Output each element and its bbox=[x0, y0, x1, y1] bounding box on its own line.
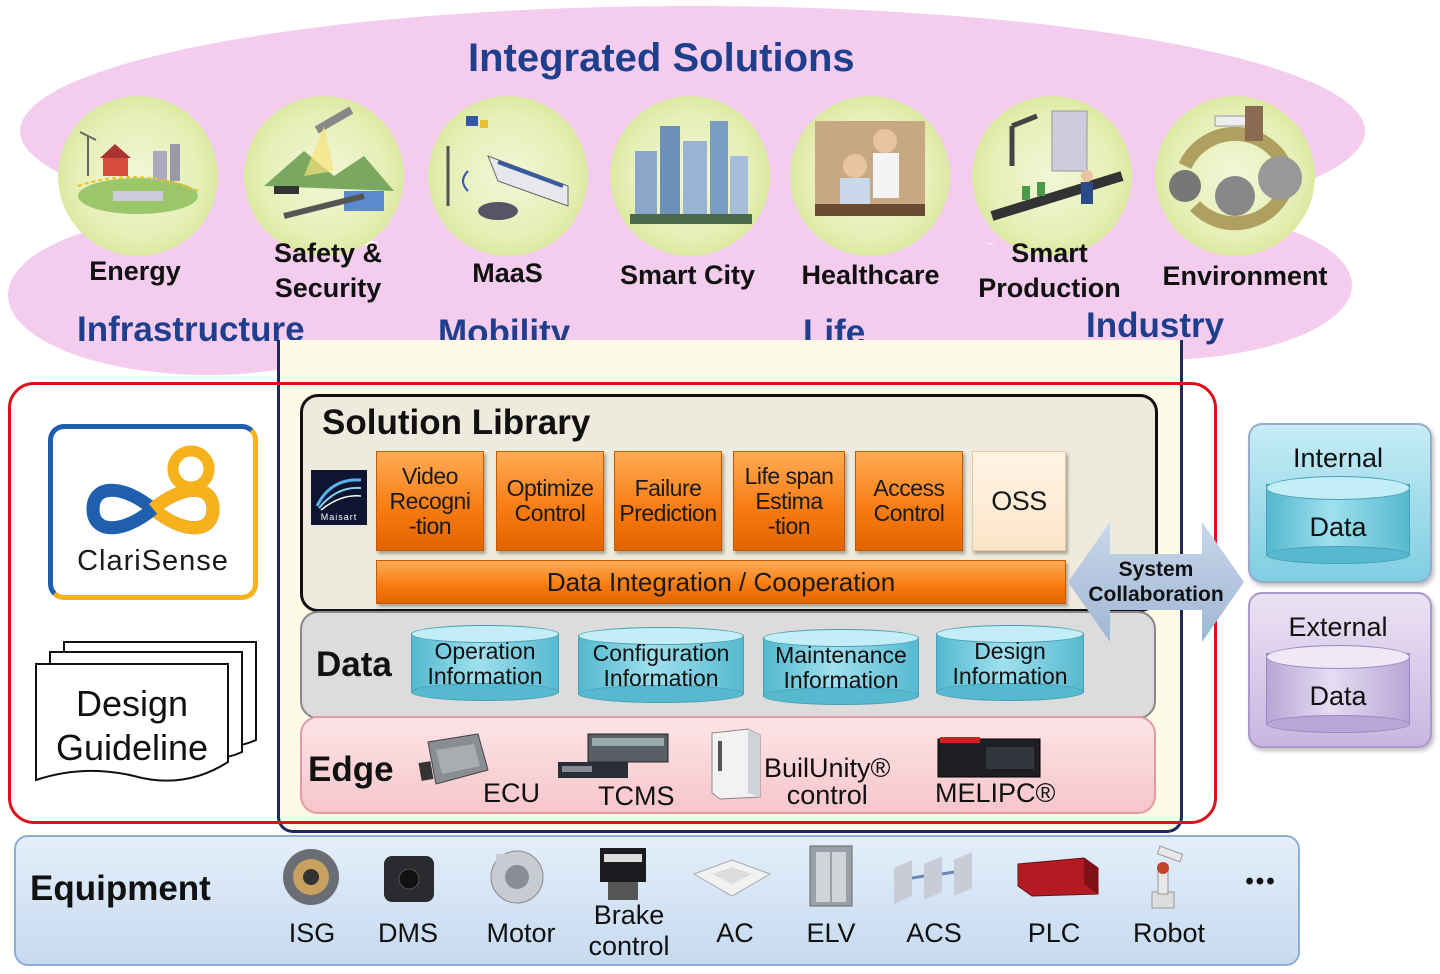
module-video-recognition: Video Recogni -tion bbox=[376, 451, 484, 551]
equipment-more-ellipsis: ••• bbox=[1245, 868, 1277, 895]
clarisense-logo: ClariSense bbox=[48, 424, 258, 600]
data-operation-information-label: Operation Information bbox=[427, 638, 543, 689]
equipment-isg: ISG bbox=[288, 918, 336, 948]
data-integration-bar: Data Integration / Cooperation bbox=[376, 560, 1066, 604]
edge-device-builunity: BuilUnity® control bbox=[764, 753, 891, 810]
melipc-device-icon bbox=[936, 735, 1042, 779]
energy-illustration bbox=[58, 96, 218, 256]
solution-label-maas: MaaS bbox=[472, 258, 543, 288]
solution-label-safety-security: Safety & Security bbox=[273, 238, 383, 303]
edge-panel-title: Edge bbox=[308, 750, 394, 789]
module-life-span-estimation: Life span Estima -tion bbox=[733, 451, 845, 551]
edge-device-tcms: TCMS bbox=[598, 781, 675, 811]
external-data-title: External bbox=[1288, 612, 1388, 642]
external-data-cylinder: Data bbox=[1266, 645, 1410, 733]
safety-security-illustration bbox=[244, 96, 404, 256]
equipment-ac: AC bbox=[716, 918, 754, 948]
equipment-acs: ACS bbox=[906, 918, 962, 948]
module-access-control: Access Control bbox=[855, 451, 963, 551]
clarisense-wordmark: ClariSense bbox=[77, 545, 229, 577]
robot-icon bbox=[1138, 840, 1188, 910]
internal-data-cylinder: Data bbox=[1266, 476, 1410, 564]
edge-device-ecu: ECU bbox=[483, 778, 541, 808]
internal-data-label: Data bbox=[1309, 511, 1367, 542]
data-design-information: Design Information bbox=[936, 625, 1084, 701]
edge-device-melipc: MELIPC® bbox=[935, 778, 1056, 808]
system-collaboration-label: System Collaboration bbox=[1088, 558, 1224, 606]
healthcare-illustration bbox=[790, 96, 950, 256]
data-panel-title: Data bbox=[316, 645, 392, 684]
equipment-elv: ELV bbox=[806, 918, 856, 948]
environment-illustration bbox=[1155, 96, 1315, 256]
data-configuration-information-label: Configuration Information bbox=[592, 640, 730, 691]
solution-label-smart-city: Smart City bbox=[619, 260, 756, 290]
maisart-logo-text: Maisart bbox=[320, 512, 358, 522]
design-guideline-label: Design Guideline bbox=[55, 683, 209, 768]
solution-label-smart-production: Smart Production bbox=[978, 238, 1121, 303]
module-failure-prediction: Failure Prediction bbox=[614, 451, 722, 551]
acs-icon bbox=[888, 848, 978, 908]
builunity-device-icon bbox=[708, 727, 764, 801]
internal-data-title: Internal bbox=[1292, 443, 1384, 473]
system-collaboration-arrow bbox=[1066, 520, 1246, 644]
brake-control-icon bbox=[598, 846, 648, 902]
maas-illustration bbox=[428, 96, 588, 256]
data-configuration-information: Configuration Information bbox=[578, 627, 744, 703]
page-title: Integrated Solutions bbox=[468, 36, 855, 80]
external-data-label: Data bbox=[1309, 680, 1367, 711]
maisart-logo: Maisart bbox=[311, 470, 367, 525]
ecu-device-icon bbox=[418, 732, 490, 790]
solution-library-title: Solution Library bbox=[322, 403, 591, 442]
tcms-device-icon bbox=[556, 732, 672, 782]
equipment-title: Equipment bbox=[30, 869, 211, 908]
ac-icon bbox=[690, 856, 774, 900]
isg-icon bbox=[280, 846, 342, 908]
category-industry: Industry bbox=[1086, 306, 1225, 345]
equipment-dms: DMS bbox=[378, 918, 438, 948]
smart-production-illustration bbox=[972, 96, 1132, 256]
module-oss: OSS bbox=[972, 451, 1066, 551]
equipment-motor: Motor bbox=[486, 918, 556, 948]
data-operation-information: Operation Information bbox=[411, 625, 559, 701]
motor-icon bbox=[486, 846, 548, 908]
module-optimize-control: Optimize Control bbox=[496, 451, 604, 551]
equipment-panel bbox=[14, 835, 1300, 966]
smart-city-illustration bbox=[610, 96, 770, 256]
elv-icon bbox=[808, 844, 854, 908]
equipment-plc: PLC bbox=[1027, 918, 1081, 948]
data-maintenance-information: Maintenance Information bbox=[763, 629, 919, 705]
data-maintenance-information-label: Maintenance Information bbox=[775, 642, 907, 693]
plc-icon bbox=[1014, 854, 1100, 898]
category-infrastructure: Infrastructure bbox=[77, 310, 305, 349]
equipment-robot: Robot bbox=[1132, 918, 1206, 948]
dms-icon bbox=[382, 854, 436, 904]
design-guideline-stack: Design Guideline bbox=[34, 640, 264, 790]
solution-label-healthcare: Healthcare bbox=[801, 260, 940, 290]
solution-label-environment: Environment bbox=[1162, 261, 1328, 291]
solution-label-energy: Energy bbox=[89, 256, 181, 286]
equipment-brake-control: Brake control bbox=[588, 900, 670, 961]
data-design-information-label: Design Information bbox=[952, 638, 1068, 689]
